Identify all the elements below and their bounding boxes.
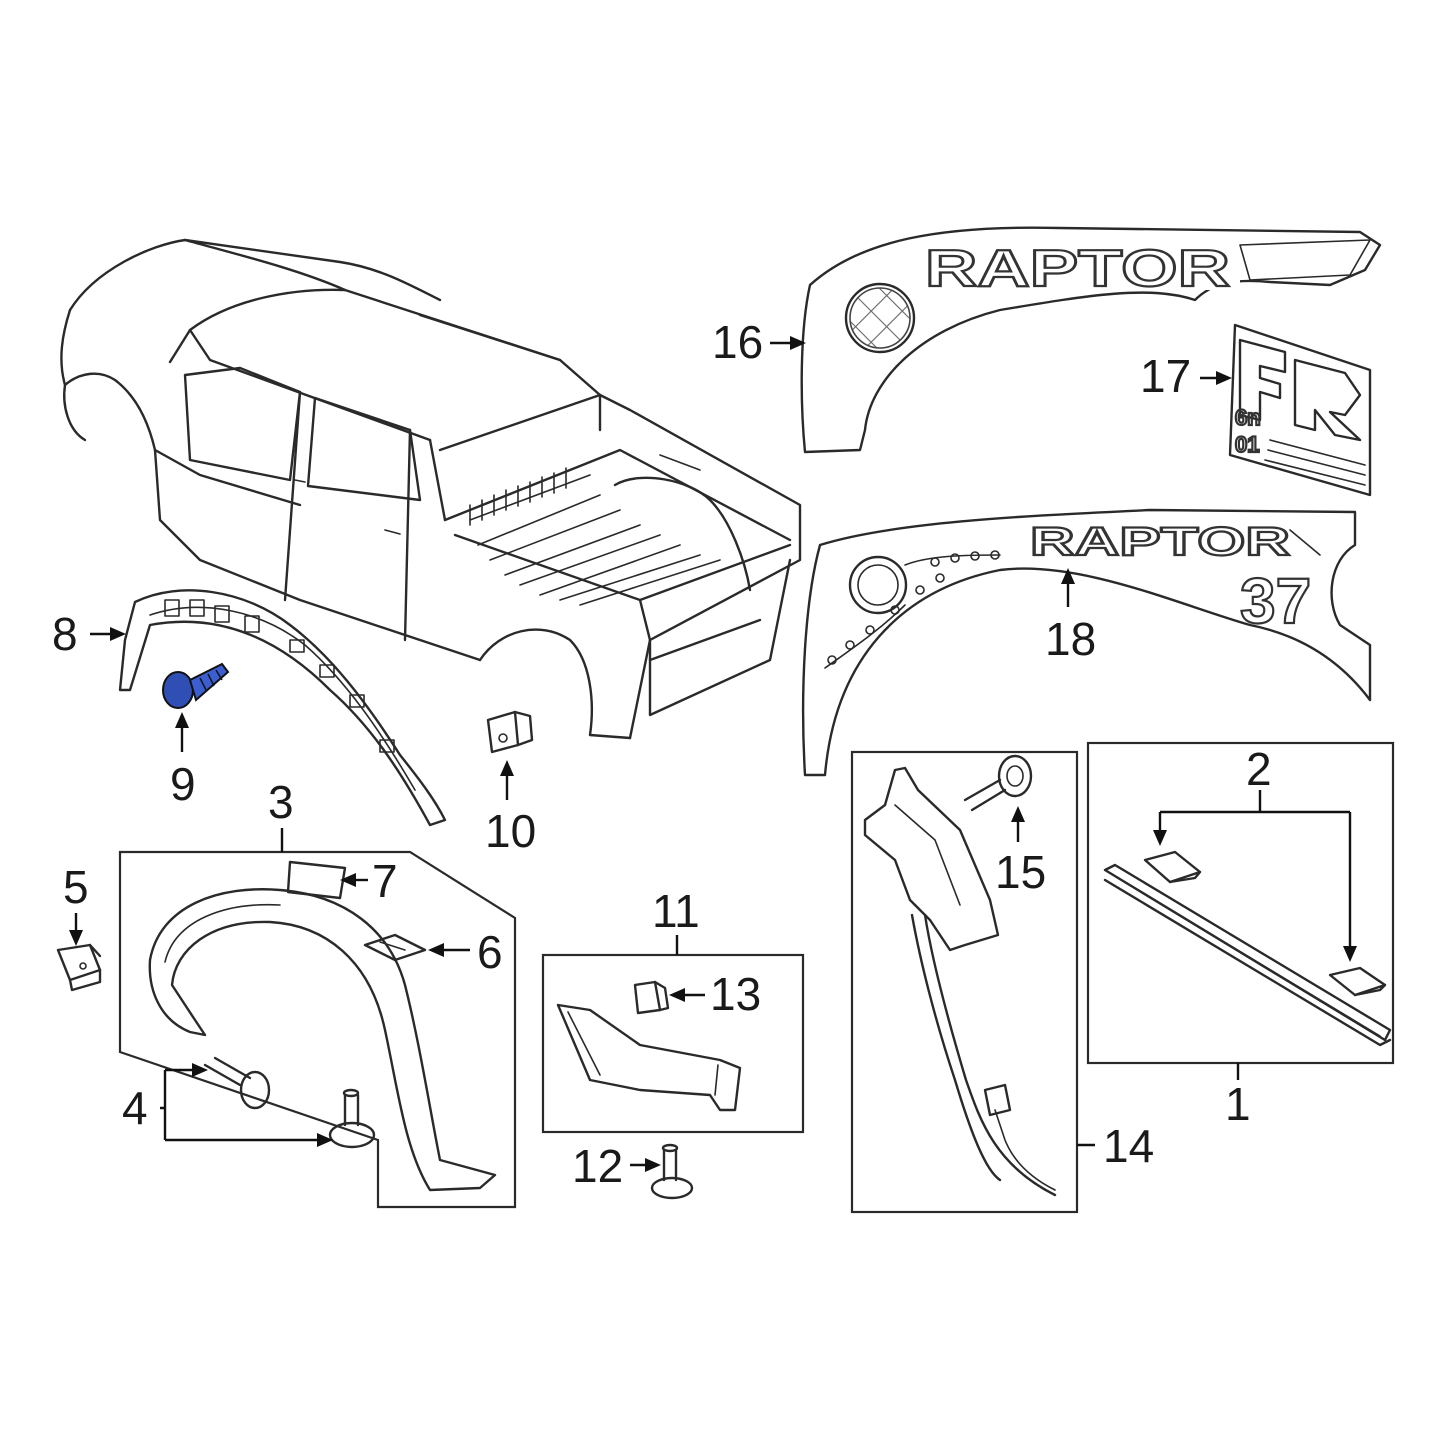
truck-illustration <box>60 238 802 740</box>
molding-box-11 <box>541 953 805 1134</box>
callout-8: 8 <box>52 608 78 660</box>
callout-5: 5 <box>63 861 89 913</box>
callout-1: 1 <box>1225 1078 1251 1130</box>
fender-number-text: 37 <box>1240 565 1311 637</box>
raptor-fender-text: RAPTOR <box>1030 520 1290 564</box>
callout-13: 13 <box>710 968 761 1020</box>
fender-decal-18: RAPTOR 37 <box>801 508 1372 777</box>
clip-10 <box>486 710 534 754</box>
callout-10: 10 <box>485 805 536 857</box>
bolts-4 <box>203 1056 376 1149</box>
callout-18: 18 <box>1045 613 1096 665</box>
callout-14: 14 <box>1103 1120 1154 1172</box>
clip-5 <box>56 943 102 992</box>
callout-7: 7 <box>372 855 398 907</box>
callout-12: 12 <box>572 1140 623 1192</box>
bed-graphic-decal-16: RAPTOR <box>800 226 1382 454</box>
callout-3: 3 <box>268 776 294 828</box>
callout-labels: 16 17 18 8 9 10 3 5 7 6 4 11 13 12 15 14… <box>52 316 1272 1192</box>
callout-15: 15 <box>995 846 1046 898</box>
callout-16: 16 <box>712 316 763 368</box>
sensor-box-14 <box>850 750 1079 1214</box>
highlighted-bolt-9 <box>162 662 230 709</box>
wheel-arch-bracket-8 <box>118 589 447 827</box>
clip-13 <box>633 980 670 1015</box>
fr-emblem-small-text: 6n <box>1235 405 1261 430</box>
fr-emblem-small-text-2: 01 <box>1235 432 1259 457</box>
callout-4: 4 <box>122 1082 148 1134</box>
callout-11: 11 <box>652 885 700 937</box>
nut-clip-6 <box>363 933 427 962</box>
flare-assembly-box-3 <box>118 850 517 1209</box>
fr-emblem-decal-17: 6n 01 <box>1228 323 1372 497</box>
retainer-7 <box>286 860 347 900</box>
bolt-15 <box>963 754 1033 812</box>
callout-17: 17 <box>1140 350 1191 402</box>
callout-6: 6 <box>477 926 503 978</box>
callout-leaders <box>69 336 1357 1172</box>
running-board-box-1 <box>1086 741 1395 1065</box>
callout-9: 9 <box>170 758 196 810</box>
callout-2: 2 <box>1246 743 1272 795</box>
rivet-12 <box>650 1143 694 1200</box>
raptor-top-text: RAPTOR <box>925 240 1230 298</box>
